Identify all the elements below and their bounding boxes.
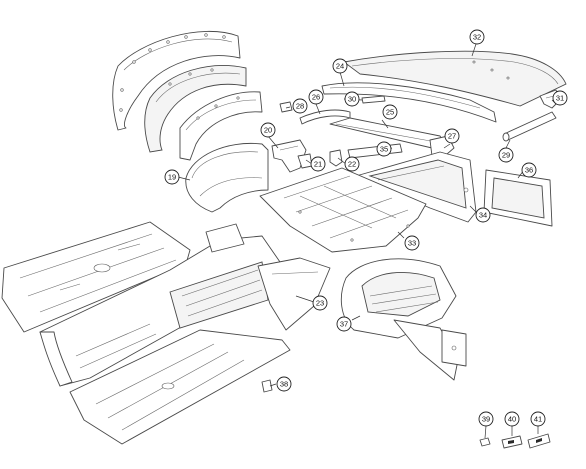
callout-30-label: 30 (348, 95, 356, 104)
small-bracket-part-22 (329, 149, 343, 167)
callout-35: 35 (376, 141, 392, 157)
callout-40: 40 (504, 411, 520, 427)
bracket-part-20 (271, 139, 307, 173)
callout-39-label: 39 (482, 415, 490, 424)
callout-21-label: 21 (314, 160, 322, 169)
cross-member-part-23 (257, 257, 331, 331)
callout-29: 29 (498, 147, 514, 163)
callout-38: 38 (276, 376, 292, 392)
callout-41: 41 (530, 411, 546, 427)
callout-36-label: 36 (525, 166, 533, 175)
callout-31-label: 31 (556, 94, 564, 103)
callout-23: 23 (312, 295, 328, 311)
plate-part-40 (501, 435, 523, 449)
spacer-block-part-28 (279, 101, 293, 113)
callout-24: 24 (332, 58, 348, 74)
callout-28: 28 (292, 98, 308, 114)
callout-26-label: 26 (312, 93, 320, 102)
inner-wheel-arch-part-19 (185, 142, 269, 213)
callout-38-label: 38 (280, 380, 288, 389)
callout-29-label: 29 (502, 151, 510, 160)
wheel-arch-valance (179, 91, 263, 161)
wheel-arch-outer-panel (112, 30, 241, 131)
plate-part-41 (527, 433, 551, 449)
upper-rail-part-24 (321, 82, 497, 123)
trim-strip-part-35 (347, 143, 403, 159)
nut-part-39 (479, 437, 491, 447)
callout-23-label: 23 (316, 299, 324, 308)
callout-21: 21 (310, 156, 326, 172)
callout-25-label: 25 (386, 108, 394, 117)
short-strip-part-30 (361, 95, 386, 104)
callout-34-label: 34 (479, 211, 487, 220)
boot-floor-tub-part-37 (340, 258, 457, 339)
callout-25: 25 (382, 104, 398, 120)
callout-30: 30 (344, 91, 360, 107)
rear-window-part-36 (483, 169, 553, 227)
callout-26: 26 (308, 89, 324, 105)
callout-35-label: 35 (380, 145, 388, 154)
callout-33: 33 (404, 235, 420, 251)
seat-back-panel-part-34 (355, 151, 477, 223)
callout-40-label: 40 (508, 415, 516, 424)
callout-34: 34 (475, 207, 491, 223)
callout-20: 20 (260, 122, 276, 138)
callout-37-label: 37 (340, 320, 348, 329)
callout-36: 36 (521, 162, 537, 178)
callout-19-label: 19 (168, 173, 176, 182)
callout-37: 37 (336, 316, 352, 332)
callout-19: 19 (164, 169, 180, 185)
callout-32: 32 (469, 29, 485, 45)
callout-20-label: 20 (264, 126, 272, 135)
callout-33-label: 33 (408, 239, 416, 248)
rear-floor-panel-part-33 (259, 167, 427, 253)
roof-panel-part-32 (342, 50, 567, 107)
callout-24-label: 24 (336, 62, 344, 71)
callout-41-label: 41 (534, 415, 542, 424)
callout-22-label: 22 (348, 160, 356, 169)
callout-22: 22 (344, 156, 360, 172)
callout-27: 27 (444, 128, 460, 144)
callout-39: 39 (478, 411, 494, 427)
callout-32-label: 32 (473, 33, 481, 42)
callout-27-label: 27 (448, 132, 456, 141)
tube-part-29 (502, 111, 557, 142)
front-floor-panel-right (69, 329, 291, 445)
clip-part-38 (261, 379, 273, 393)
callout-28-label: 28 (296, 102, 304, 111)
boot-side-bracket (441, 329, 467, 367)
callout-31: 31 (552, 90, 568, 106)
wheel-arch-inner-panel (144, 65, 247, 153)
transmission-tunnel (39, 223, 281, 387)
